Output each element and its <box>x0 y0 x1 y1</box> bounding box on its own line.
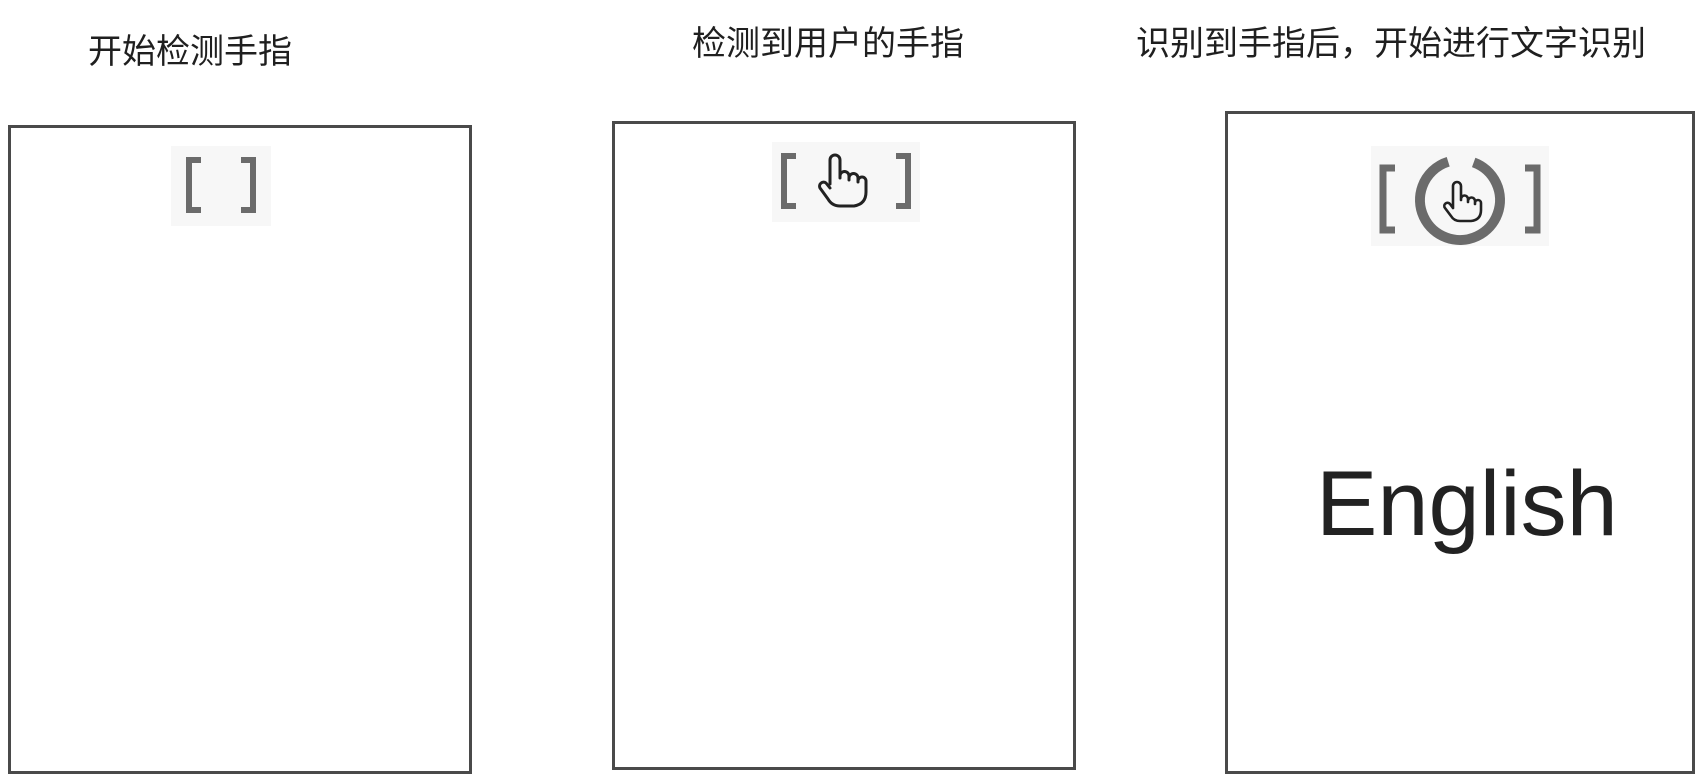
right-bracket-icon <box>896 153 911 209</box>
stage-3-caption: 识别到手指后，开始进行文字识别 <box>1136 24 1646 64</box>
stage-2-scan-indicator <box>772 142 920 222</box>
right-bracket-icon <box>241 157 256 213</box>
pointing-finger-icon <box>818 153 868 208</box>
left-bracket-icon <box>1379 164 1395 234</box>
recognized-text: English <box>1316 453 1618 555</box>
left-bracket-icon <box>781 153 796 209</box>
stage-1-scan-indicator <box>171 146 271 226</box>
stage-1-phone-frame <box>8 125 472 774</box>
stage-2-caption: 检测到用户的手指 <box>692 24 964 64</box>
stage-3-phone-frame: English <box>1225 111 1695 774</box>
stage-3-scan-indicator <box>1371 146 1549 246</box>
stage-1-caption: 开始检测手指 <box>88 32 292 72</box>
right-bracket-icon <box>1525 164 1541 234</box>
pointing-finger-icon <box>1443 180 1483 223</box>
left-bracket-icon <box>186 157 201 213</box>
stage-2-phone-frame <box>612 121 1076 770</box>
